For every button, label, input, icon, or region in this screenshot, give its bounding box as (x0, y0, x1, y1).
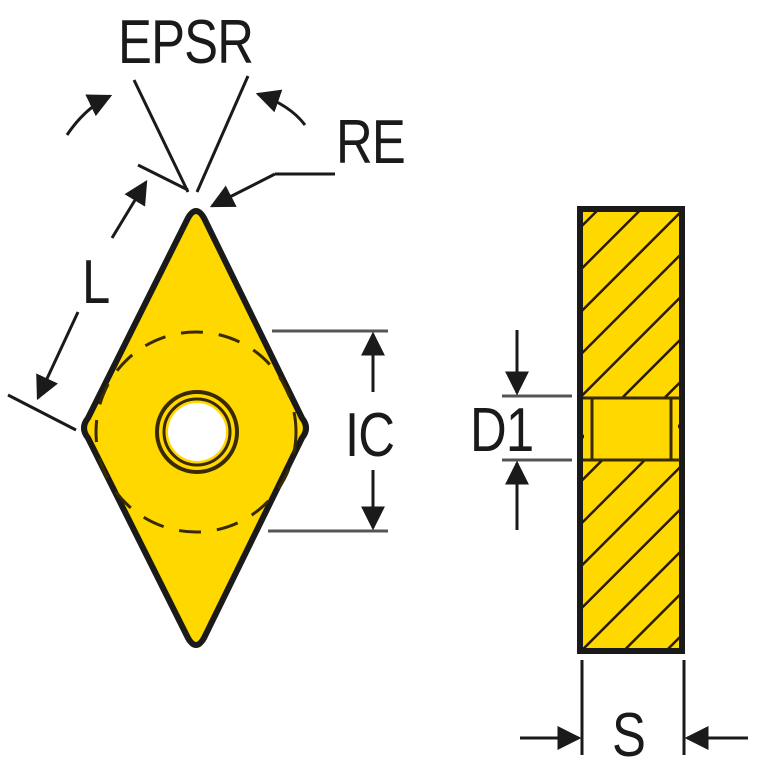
s-dimension (520, 660, 748, 755)
l-dimension (7, 163, 189, 432)
section-hole-band (584, 398, 678, 460)
d1-dimension (502, 330, 572, 530)
mounting-hole (168, 403, 226, 461)
hole-inner-ring (162, 397, 232, 467)
epsr-dimension (65, 75, 307, 193)
insert-top-view (81, 208, 309, 648)
label-l: L (82, 248, 110, 317)
insert-side-section (577, 206, 685, 654)
inscribed-circle-dashed (94, 330, 298, 534)
label-d1: D1 (470, 396, 534, 465)
label-s: S (612, 701, 646, 770)
label-ic: IC (345, 401, 395, 470)
ic-dimension (268, 329, 388, 533)
label-re: RE (336, 108, 406, 177)
label-epsr: EPSR (118, 8, 254, 77)
re-leader (209, 172, 335, 208)
